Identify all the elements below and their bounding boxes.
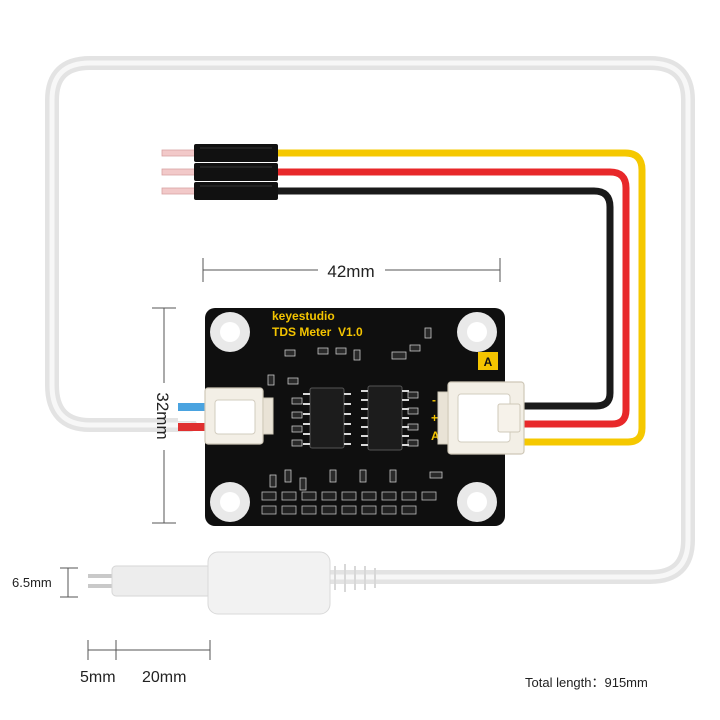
body-length-label: 20mm: [142, 669, 186, 686]
probe-connector: [178, 387, 274, 445]
ic-chip: [361, 385, 409, 451]
width-label: 42mm: [327, 262, 374, 281]
height-dimension: 32mm: [152, 307, 176, 524]
port-tag: A: [484, 355, 493, 369]
pin-label-vcc: +: [431, 411, 438, 425]
probe-length-dimension: 5mm 20mm: [80, 640, 211, 686]
total-length-label: Total length：915mm: [525, 675, 648, 690]
height-label: 32mm: [153, 392, 172, 439]
pin-label-gnd: -: [432, 393, 436, 407]
black-wire: [275, 187, 614, 410]
ic-chip: [303, 387, 351, 449]
probe-diameter-label: 6.5mm: [12, 575, 52, 590]
model-label: TDS Meter V1.0: [272, 325, 363, 339]
red-wire: [275, 168, 630, 428]
brand-label: keyestudio: [272, 309, 335, 323]
mounting-hole: [210, 312, 497, 522]
tip-length-label: 5mm: [80, 669, 116, 686]
probe-diameter-dimension: 6.5mm: [12, 567, 78, 598]
probe: [88, 551, 376, 615]
dupont-header: [161, 144, 278, 200]
width-dimension: 42mm: [202, 258, 501, 282]
pin-label-signal: A: [431, 429, 440, 443]
pcb-board: keyestudio TDS Meter V1.0 A: [205, 308, 505, 526]
signal-connector: [437, 381, 525, 455]
yellow-wire: [275, 149, 646, 446]
